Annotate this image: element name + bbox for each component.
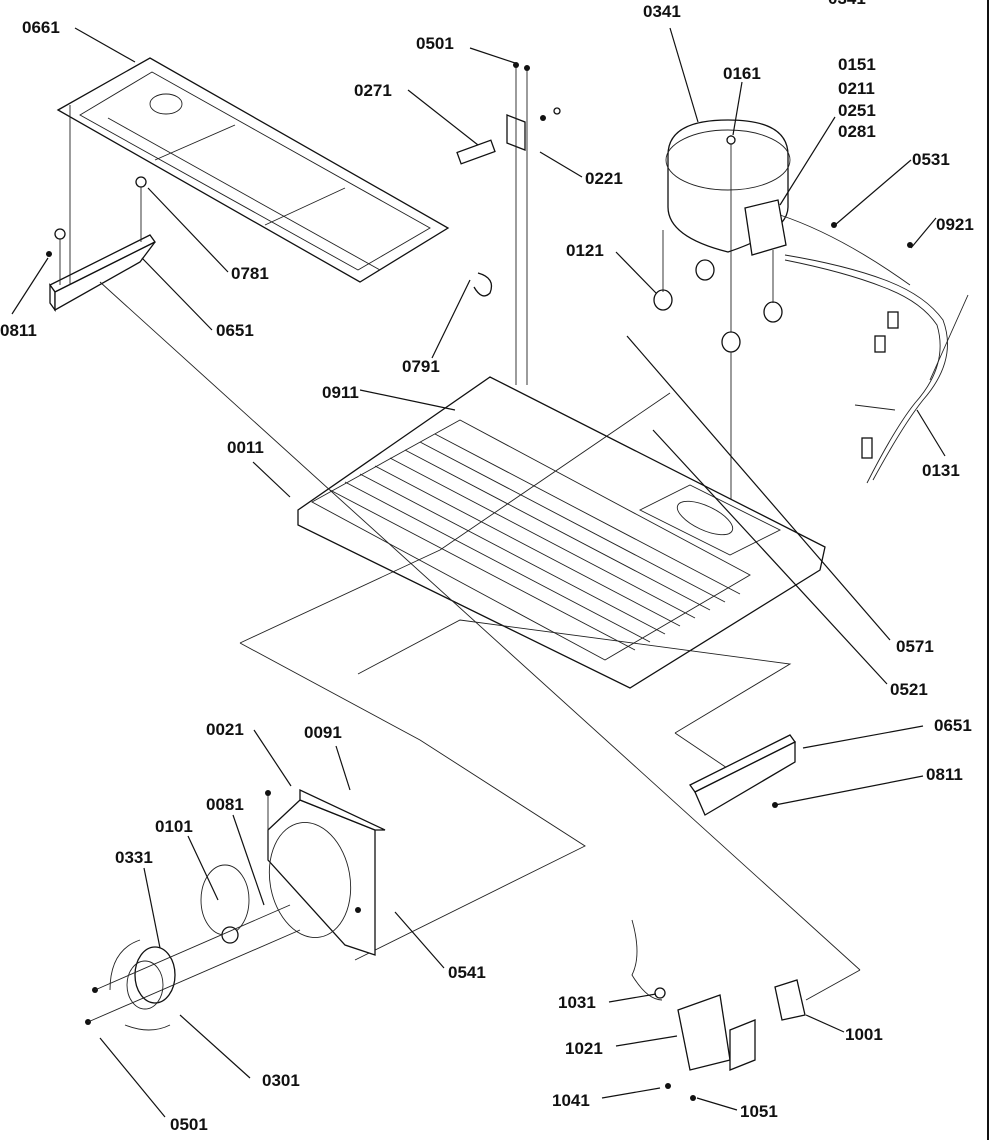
part-label: 0131 (922, 461, 960, 480)
part-label: 1051 (740, 1102, 778, 1121)
part-label: 0151 (838, 55, 876, 74)
part-label: 0781 (231, 264, 269, 283)
capacitor-assembly (456, 62, 561, 385)
part-label: 0811 (0, 321, 37, 340)
part-labels: 0661 0501 0271 0221 0781 0811 0651 0791 … (0, 2, 974, 1134)
part-label: 0101 (155, 817, 193, 836)
right-bracket (689, 734, 796, 816)
part-label-partial: 0341 (828, 0, 866, 8)
fan-blade (200, 864, 250, 944)
compressor (653, 119, 791, 570)
part-label: 1001 (845, 1025, 883, 1044)
part-label: 0301 (262, 1071, 300, 1090)
clip-part (473, 272, 493, 297)
part-label: 0341 (643, 2, 681, 21)
top-cover-plate (56, 57, 450, 283)
part-label: 1041 (552, 1091, 590, 1110)
part-label: 0571 (896, 637, 934, 656)
part-label: 0211 (838, 79, 875, 98)
part-label: 0501 (416, 34, 454, 53)
part-label: 0811 (926, 765, 963, 784)
part-label: 0091 (304, 723, 342, 742)
part-label: 0161 (723, 64, 761, 83)
part-label: 0651 (934, 716, 972, 735)
part-label: 0011 (227, 438, 264, 457)
part-label: 0661 (22, 18, 60, 37)
part-label: 0521 (890, 680, 928, 699)
fan-motor (85, 904, 301, 1031)
left-bracket (46, 105, 156, 313)
condenser-base-pan (297, 376, 826, 689)
part-label: 0921 (936, 215, 974, 234)
part-label: 0271 (354, 81, 392, 100)
part-label: 0791 (402, 357, 440, 376)
leader-lines (11, 27, 946, 1118)
part-label: 0251 (838, 101, 876, 120)
mounting-bracket-assembly (631, 919, 806, 1101)
part-label: 0121 (566, 241, 604, 260)
assembly-guide-lines (99, 281, 861, 1001)
part-label: 0331 (115, 848, 153, 867)
part-label: 0501 (170, 1115, 208, 1134)
part-label: 1021 (565, 1039, 603, 1058)
part-label: 1031 (558, 993, 596, 1012)
part-label: 0281 (838, 122, 876, 141)
part-label: 0081 (206, 795, 244, 814)
part-label: 0651 (216, 321, 254, 340)
wire-harness (779, 214, 969, 484)
part-label: 0541 (448, 963, 486, 982)
part-label: 0911 (322, 383, 359, 402)
part-label: 0221 (585, 169, 623, 188)
fan-shroud (265, 788, 386, 956)
part-label: 0531 (912, 150, 950, 169)
part-label: 0021 (206, 720, 244, 739)
